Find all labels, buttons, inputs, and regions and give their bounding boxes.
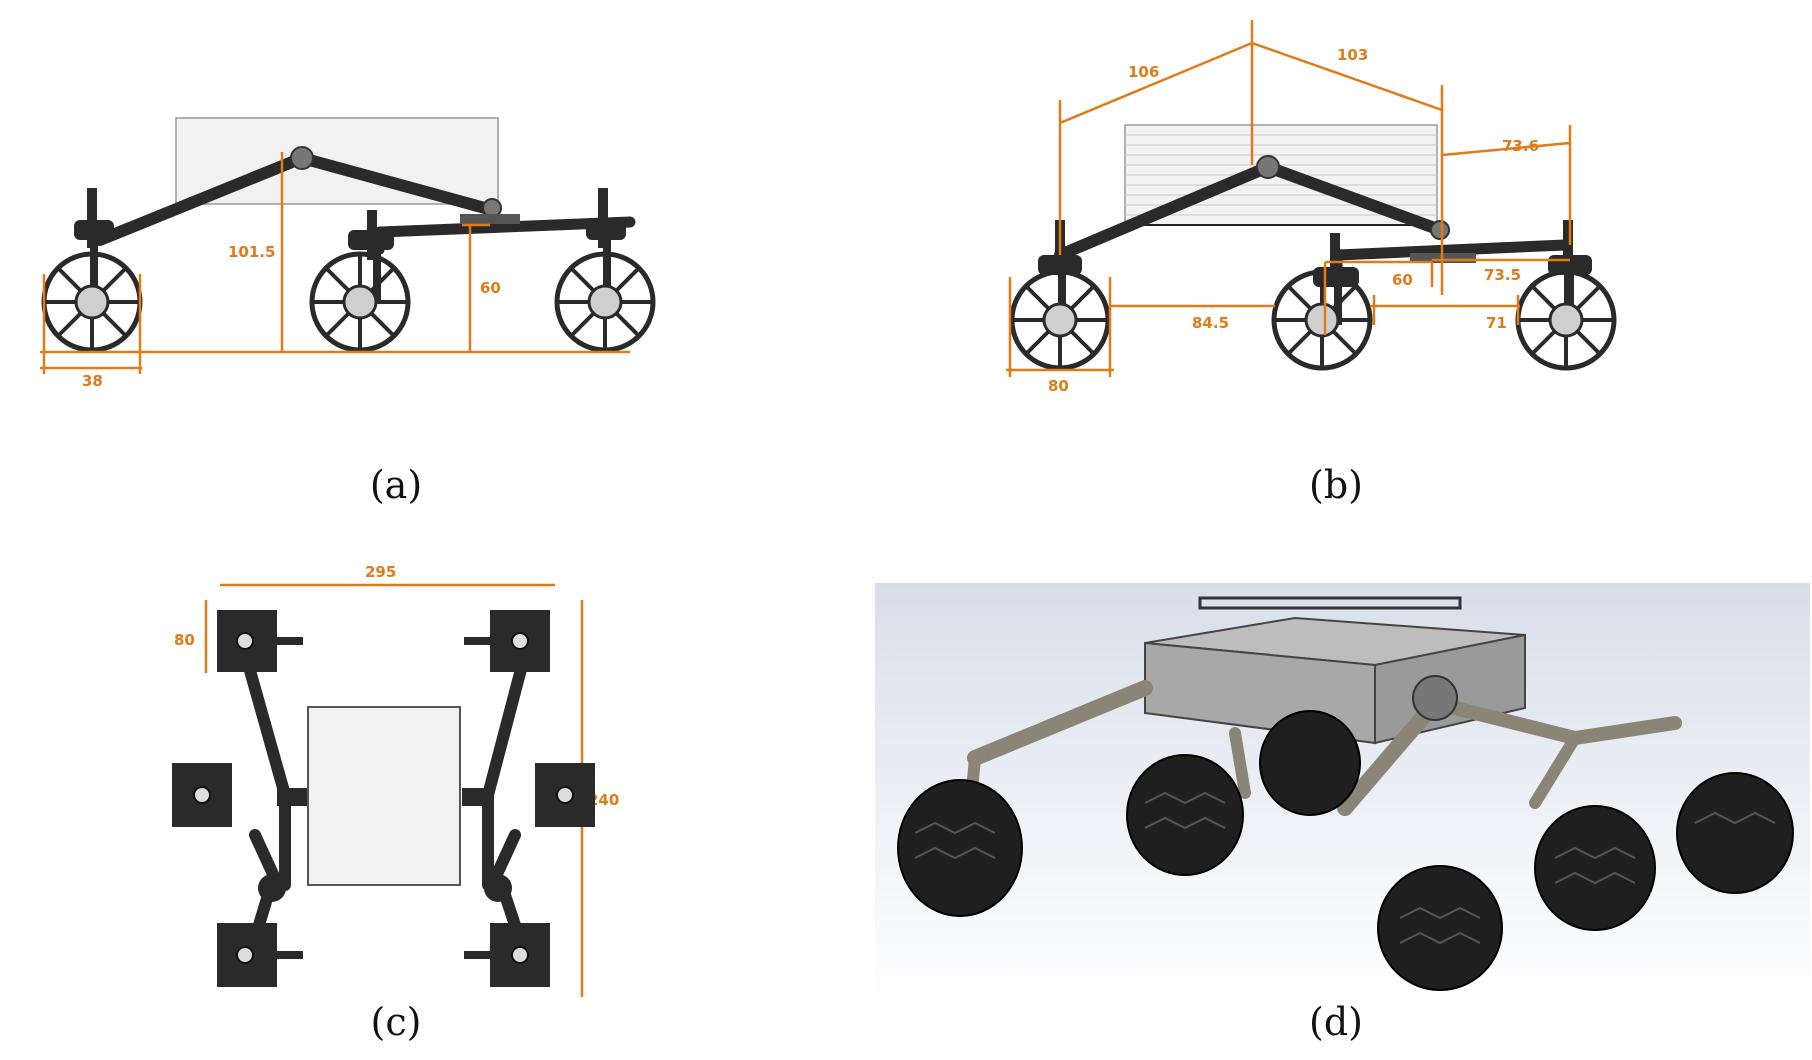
bogie-pivot [1430,220,1450,240]
wheel-rear [1515,269,1617,371]
dim-width: 295 [365,563,396,581]
dim-rocker-right: 103 [1337,46,1368,64]
dim-bogie-arm: 73.6 [1502,137,1539,155]
dim-length: 240 [588,791,619,809]
wheel-rear-left [217,923,303,987]
body-box [307,706,461,886]
rover-wheels [897,710,1794,991]
wheel-middle-left [172,763,232,827]
caption-b: (b) [1309,463,1363,507]
rover-arms [964,680,1682,819]
rocker-joint [1412,675,1458,721]
dim-bogie-height: 60 [480,279,501,297]
wheel-treads [914,791,1776,945]
wheel-middle-right [535,763,595,827]
wheel-middle [309,251,411,353]
panel-c-top-view: 295 80 240 [172,563,619,997]
dimension-lines [1006,20,1572,377]
wheel-front-right [464,610,550,672]
wheel-rear-right [464,923,550,987]
panel-d-3d-render [875,583,1810,1000]
wheel-front [41,251,143,353]
wheel-legs [74,188,626,302]
wheel-front [1009,269,1111,371]
dim-bogie-span: 73.5 [1484,266,1521,284]
dimension-lines [40,152,630,374]
joints [258,788,512,902]
caption-d: (d) [1309,1000,1363,1044]
dim-wheel-gap-left: 84.5 [1192,314,1229,332]
dim-pivot-height: 101.5 [228,243,275,261]
caption-a: (a) [369,463,423,507]
rocker-pivot [290,146,314,170]
dim-wheel-diameter: 38 [82,372,103,390]
dim-wheel-diameter: 80 [1048,377,1069,395]
dim-wheel-gap-right: 71 [1486,314,1507,332]
rocker-pivot [1256,155,1280,179]
panel-b-side-view-dimensions: 106 103 73.6 60 73.5 84.5 71 80 [1006,20,1617,395]
wheel-front-left [217,610,303,672]
wheel-middle [1271,269,1373,371]
caption-c: (c) [370,1000,422,1044]
dim-wheel-width: 80 [174,631,195,649]
dim-rocker-left: 106 [1128,63,1159,81]
panel-a-side-view: 38 101.5 60 [40,117,656,390]
dim-bogie-height: 60 [1392,271,1413,289]
wheel-rear [554,251,656,353]
